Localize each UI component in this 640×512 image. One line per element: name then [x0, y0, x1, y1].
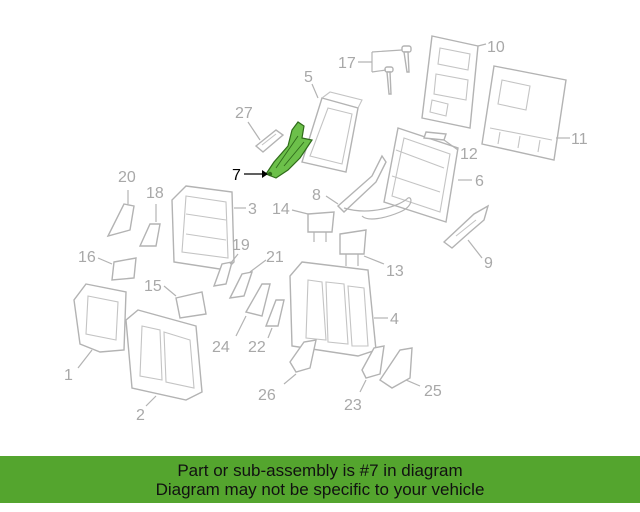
part-24-trim-panel[interactable]: [244, 283, 271, 317]
svg-text:22: 22: [248, 339, 266, 356]
banner-line-1: Part or sub-assembly is #7 in diagram: [177, 461, 463, 480]
callout-4: 4: [374, 311, 399, 328]
part-18-trim-panel[interactable]: [138, 223, 161, 247]
svg-text:5: 5: [304, 69, 313, 86]
part-11-back-panel[interactable]: [481, 65, 567, 161]
part-10-rear-panel[interactable]: [421, 35, 479, 129]
svg-text:18: 18: [146, 185, 164, 202]
svg-text:9: 9: [484, 255, 493, 272]
callout-22: 22: [248, 327, 273, 356]
callout-13: 13: [363, 255, 404, 280]
callout-2: 2: [136, 395, 157, 424]
part-6-seat-frame[interactable]: [383, 127, 459, 223]
svg-text:26: 26: [258, 387, 276, 404]
part-22-trim-panel[interactable]: [264, 299, 285, 327]
callout-11: 11: [556, 131, 588, 148]
svg-text:19: 19: [232, 237, 250, 254]
part-8-recliner-cable[interactable]: [336, 154, 412, 220]
callout-8: 8: [312, 187, 339, 205]
part-14-headrest[interactable]: [307, 211, 335, 242]
svg-text:16: 16: [78, 249, 96, 266]
part-4-seatback-right[interactable]: [289, 261, 377, 357]
notice-banner: Part or sub-assembly is #7 in diagram Di…: [0, 456, 640, 503]
callout-6: 6: [458, 173, 484, 190]
part-23-trim-panel[interactable]: [361, 345, 385, 379]
svg-text:11: 11: [571, 131, 588, 148]
callout-26: 26: [258, 373, 297, 404]
callout-18: 18: [146, 185, 164, 222]
svg-text:15: 15: [144, 278, 162, 295]
svg-text:1: 1: [64, 367, 73, 384]
svg-text:7: 7: [232, 167, 241, 184]
svg-text:27: 27: [235, 105, 253, 122]
svg-text:23: 23: [344, 397, 362, 414]
svg-text:17: 17: [338, 55, 356, 72]
part-17-bolts[interactable]: [384, 45, 412, 95]
part-9-hinge[interactable]: [442, 204, 490, 249]
callout-20: 20: [118, 169, 136, 204]
callout-5: 5: [304, 69, 319, 99]
svg-text:6: 6: [475, 173, 484, 190]
part-21-trim-cover[interactable]: [228, 271, 254, 299]
callout-9: 9: [467, 239, 493, 272]
callout-23: 23: [344, 379, 367, 414]
callout-21: 21: [249, 249, 284, 273]
callout-24: 24: [212, 315, 247, 356]
part-3-seatback[interactable]: [171, 185, 235, 271]
part-2-seat-cushion[interactable]: [125, 309, 203, 401]
svg-text:24: 24: [212, 339, 230, 356]
part-27-trim-cover[interactable]: [254, 129, 285, 153]
callout-25: 25: [405, 379, 442, 400]
callout-1: 1: [64, 349, 93, 384]
callout-27: 27: [235, 105, 261, 141]
svg-text:3: 3: [248, 201, 257, 218]
callout-14: 14: [272, 201, 309, 218]
callout-10: 10: [477, 39, 505, 56]
callout-7: 7: [232, 167, 268, 184]
svg-text:10: 10: [487, 39, 505, 56]
banner-line-2: Diagram may not be specific to your vehi…: [155, 480, 485, 499]
part-16-headrest[interactable]: [111, 257, 137, 281]
part-5-seatback-frame[interactable]: [301, 91, 363, 173]
part-20-trim-panel[interactable]: [106, 203, 135, 238]
callout-3: 3: [234, 201, 257, 218]
svg-text:14: 14: [272, 201, 290, 218]
svg-text:8: 8: [312, 187, 321, 204]
svg-text:2: 2: [136, 407, 145, 424]
part-12-latch[interactable]: [423, 131, 447, 141]
part-1-seatback-left[interactable]: [73, 283, 127, 353]
callout-17: 17: [338, 49, 403, 73]
svg-text:13: 13: [386, 263, 404, 280]
callout-12: 12: [443, 139, 478, 163]
callout-15: 15: [144, 278, 177, 297]
part-7-highlighted-bracket[interactable]: [265, 121, 313, 179]
part-26-trim-panel[interactable]: [289, 339, 317, 373]
svg-text:25: 25: [424, 383, 442, 400]
svg-text:4: 4: [390, 311, 399, 328]
svg-text:12: 12: [460, 146, 478, 163]
part-15-cushion-trim[interactable]: [175, 291, 207, 319]
parts-diagram: 10 11 17 5 27: [64, 35, 588, 424]
callout-16: 16: [78, 249, 113, 266]
part-25-trim-panel[interactable]: [379, 347, 413, 389]
svg-text:21: 21: [266, 249, 284, 266]
callout-19: 19: [229, 237, 250, 265]
svg-text:20: 20: [118, 169, 136, 186]
part-13-headrest[interactable]: [339, 229, 367, 266]
